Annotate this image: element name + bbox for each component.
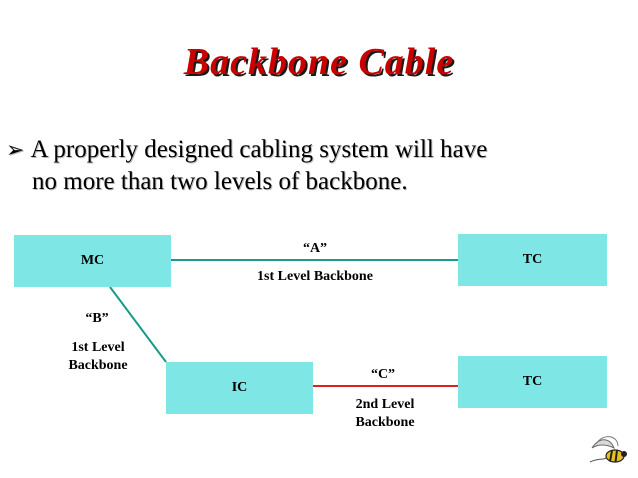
- bullet-text-line2: no more than two levels of backbone.: [32, 168, 408, 195]
- link-a-label: 1st Level Backbone: [257, 269, 373, 284]
- node-ic-label: IC: [231, 380, 248, 395]
- bullet-text-line1: A properly designed cabling system will …: [30, 136, 488, 163]
- node-mc: MC: [14, 235, 171, 287]
- arrow-bullet-icon: ➢: [6, 137, 25, 162]
- node-tc-top-label: TC: [522, 252, 543, 267]
- node-tc-top: TC: [458, 234, 607, 286]
- link-c-label-line1: 2nd Level: [355, 397, 415, 412]
- link-b-label-line2: Backbone: [68, 358, 128, 373]
- node-tc-bottom: TC: [458, 356, 607, 408]
- link-b-label: 1st Level Backbone: [48, 339, 148, 375]
- link-b-line: [109, 286, 167, 363]
- node-ic: IC: [166, 362, 313, 414]
- link-b-mark: “B”: [85, 311, 109, 326]
- link-c-label: 2nd Level Backbone: [335, 396, 435, 432]
- bee-logo-icon: [589, 436, 627, 463]
- link-b-label-line1: 1st Level: [71, 340, 125, 355]
- link-c-mark: “C”: [370, 367, 396, 382]
- node-tc-bottom-label: TC: [522, 374, 543, 389]
- link-c-label-line2: Backbone: [355, 415, 415, 430]
- link-a-mark: “A”: [302, 241, 328, 256]
- node-mc-label: MC: [80, 253, 105, 268]
- bullet-point: ➢A properly designed cabling system will…: [6, 134, 631, 198]
- slide-title: Backbone Cable: [183, 41, 455, 83]
